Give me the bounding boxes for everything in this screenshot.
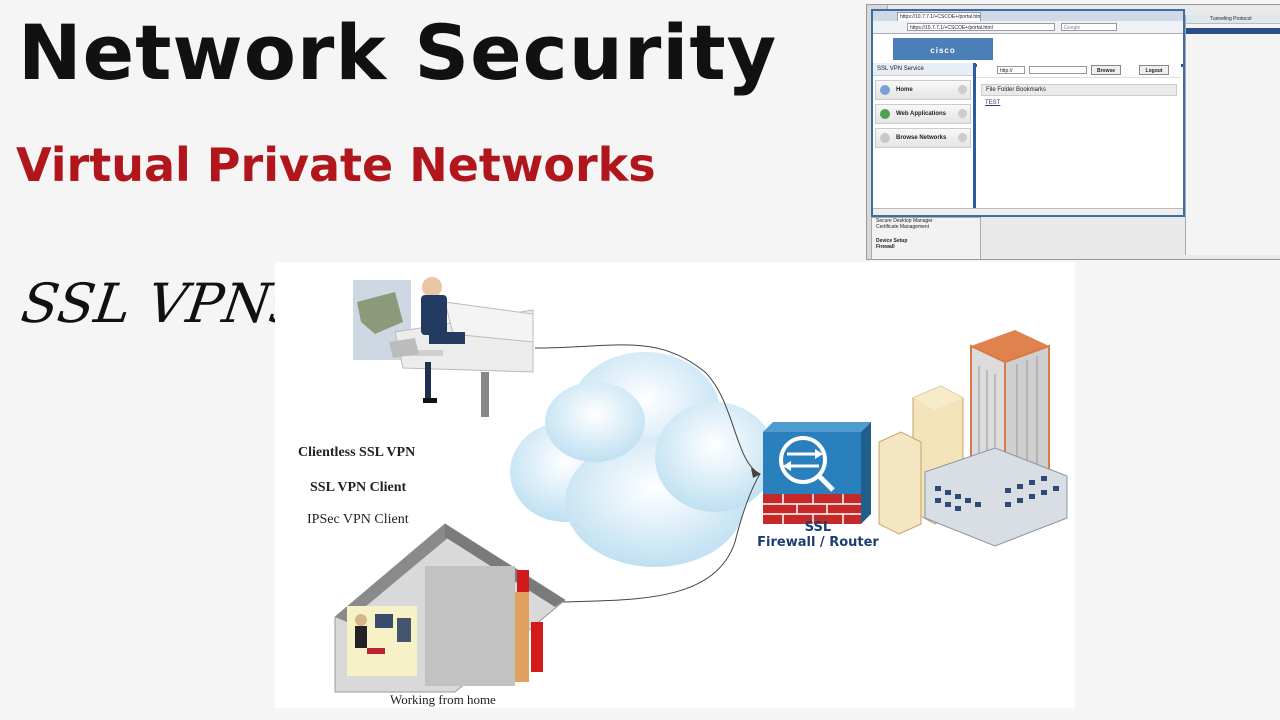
home-caption: Working from home [390,692,496,707]
internet-cloud [510,352,775,567]
corporate-buildings-illustration [878,330,1068,547]
menu-item-browse-networks[interactable]: Browse Networks [875,128,971,148]
logout-button[interactable]: Logout [1139,65,1169,75]
firewall-caption-line1: SSL [804,520,832,535]
arrow-icon [958,109,967,118]
browser-tab[interactable]: https://10.7.7.1/+CSCOE+/portal.html [897,12,981,21]
vpn-content: http:// Browse Logout File Folder Bookma… [977,63,1181,215]
browse-button[interactable]: Browse [1091,65,1121,75]
page-subtitle: Virtual Private Networks [16,138,656,192]
vpn-type-client: SSL VPN Client [310,480,407,495]
firewall-caption: SSL Firewall / Router [753,520,883,550]
connection-line-home [562,473,761,603]
menu-item-web-applications[interactable]: Web Applications [875,104,971,124]
connection-line-remote [534,344,761,475]
right-panel-header: Tunneling Protocol [1186,15,1280,24]
firewall-caption-line2: Firewall / Router [757,535,879,550]
network-icon [880,133,890,143]
search-input[interactable]: Google [1061,23,1117,31]
menu-label: Web Applications [896,111,947,117]
vpn-menu: SSL VPN Service Home Web Applications Br… [873,63,976,215]
address-field[interactable] [1029,66,1087,74]
menu-item-home[interactable]: Home [875,80,971,100]
tree-item[interactable]: Secure Desktop Manager [876,218,933,224]
menu-label: Home [896,87,913,93]
protocol-select[interactable]: http:// [997,66,1025,74]
right-panel: Tunneling Protocol [1185,15,1280,255]
tab-bar: https://10.7.7.1/+CSCOE+/portal.html [873,11,1183,21]
tree-item[interactable]: Firewall [876,244,895,250]
url-bar: https://10.7.7.1/+CSCOE+/portal.html Goo… [873,21,1183,34]
arrow-icon [958,85,967,94]
asdm-screenshot: Tunneling Protocol Secure Desktop Manage… [866,4,1280,260]
navigation-tree: Secure Desktop Manager Certificate Manag… [871,217,981,259]
home-icon [880,85,890,95]
status-bar [873,208,1183,215]
arrow-icon [958,133,967,142]
home-office-illustration [334,523,566,693]
topic-label: SSL VPNs [17,272,303,335]
bookmarks-header: File Folder Bookmarks [981,84,1177,96]
globe-icon [880,109,890,119]
browser-window: https://10.7.7.1/+CSCOE+/portal.html htt… [871,9,1185,217]
vpn-type-clientless: Clientless SSL VPN [298,445,416,460]
diagram-graphics [334,277,1068,693]
vpn-service-title: SSL VPN Service [873,63,973,76]
remote-worker-illustration [353,277,534,417]
tree-item[interactable]: Certificate Management [876,224,930,230]
bookmark-link[interactable]: TEST [985,100,1001,106]
page-title: Network Security [18,8,778,97]
content-toolbar: http:// Browse Logout [977,63,1181,78]
tree-item[interactable]: Device Setup [876,238,908,244]
firewall-router-icon [763,422,871,524]
address-input[interactable]: https://10.7.7.1/+CSCOE+/portal.html [907,23,1055,31]
menu-label: Browse Networks [896,135,947,141]
vpn-diagram: Clientless SSL VPN SSL VPN Client IPSec … [275,262,1075,708]
selected-row [1186,28,1280,34]
vpn-type-ipsec: IPSec VPN Client [307,512,409,527]
cisco-logo: cisco [893,38,993,60]
